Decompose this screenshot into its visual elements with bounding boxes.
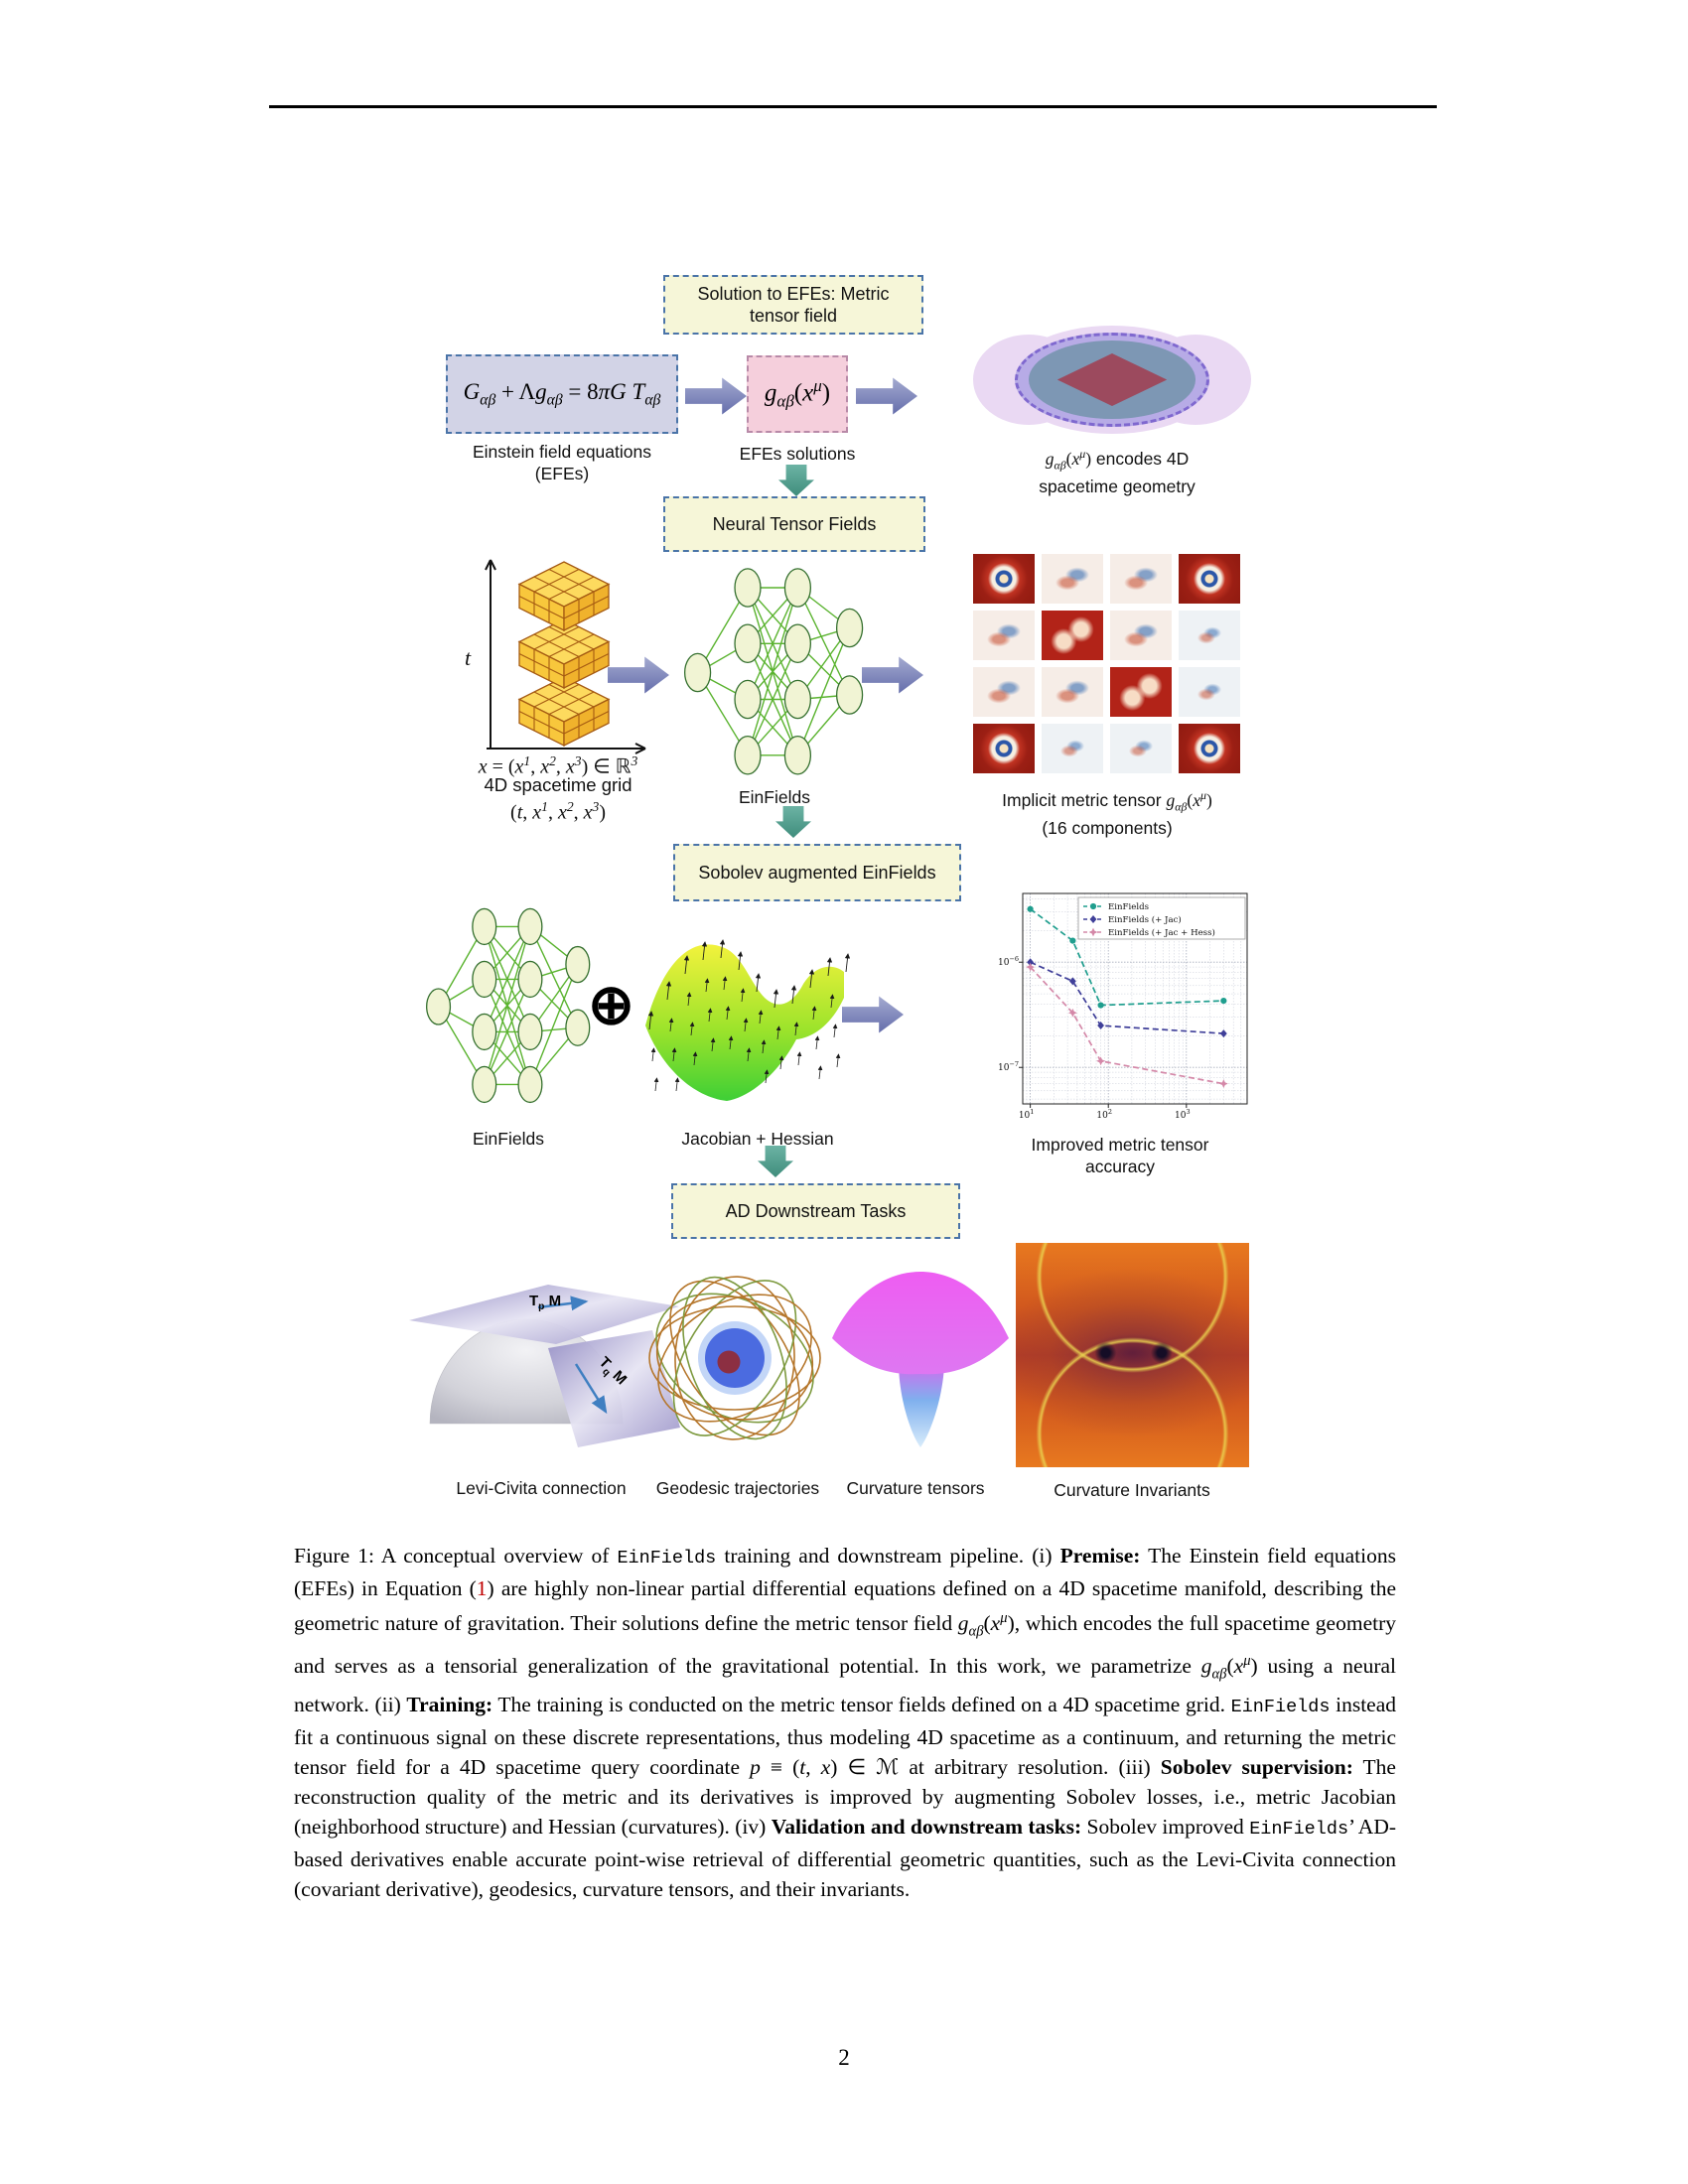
- einfields-label: EinFields: [739, 787, 810, 807]
- curvature-invariants-heatmap: [1016, 1243, 1249, 1467]
- tensor-component-cell: [1042, 611, 1103, 660]
- svg-text:EinFields (+ Jac + Hess): EinFields (+ Jac + Hess): [1108, 927, 1215, 938]
- svg-text:102: 102: [1096, 1108, 1112, 1121]
- curvature-tensors-illustration: [832, 1272, 1009, 1447]
- spacetime-grid-cubes: t: [465, 559, 646, 754]
- svg-text:10−7: 10−7: [998, 1060, 1019, 1073]
- jacobian-hessian-surface: [645, 939, 851, 1101]
- encodes-label: gαβ(xμ) encodes 4D spacetime geometry: [1039, 447, 1196, 497]
- tensor-component-cell: [1042, 554, 1103, 604]
- levi-civita-label: Levi-Civita connection: [456, 1478, 627, 1498]
- tensor-component-cell: [1110, 724, 1172, 773]
- box-ad-downstream-tasks: AD Downstream Tasks: [671, 1183, 960, 1239]
- box-sobolev-augmented: Sobolev augmented EinFields: [673, 844, 961, 901]
- metric-tensor-components-grid: [973, 554, 1240, 773]
- einfields-label: EinFields: [473, 1129, 544, 1149]
- jacobian-hessian-label: Jacobian + Hessian: [681, 1129, 834, 1149]
- tensor-component-cell: [973, 667, 1035, 717]
- svg-text:101: 101: [1019, 1108, 1035, 1121]
- arrow-down-icon: [778, 465, 814, 496]
- header-rule: [269, 105, 1437, 108]
- tensor-component-cell: [1042, 724, 1103, 773]
- tangent-plane-q: [548, 1330, 680, 1447]
- tensor-component-cell: [1042, 667, 1103, 717]
- levi-civita-illustration: [409, 1285, 680, 1447]
- spacetime-geometry-illustration: [973, 326, 1251, 434]
- tangent-plane-p: [409, 1285, 679, 1344]
- tensor-component-cell: [1110, 554, 1172, 604]
- tensor-component-cell: [1179, 724, 1240, 773]
- metric-box: gαβ(xμ): [747, 355, 848, 433]
- vector-arrow-icon: [574, 1363, 608, 1415]
- oplus-icon: ⊕: [588, 973, 634, 1035]
- arrow-right-icon: [856, 377, 917, 415]
- svg-text:EinFields: EinFields: [1108, 902, 1149, 912]
- arrow-down-icon: [758, 1146, 793, 1177]
- grid-label: 4D spacetime grid: [484, 774, 633, 795]
- improved-accuracy-label: Improved metric tensor accuracy: [1031, 1135, 1209, 1176]
- roof-surface: [832, 1272, 1009, 1375]
- tensor-component-cell: [1110, 611, 1172, 660]
- curvature-tensors-label: Curvature tensors: [846, 1478, 985, 1498]
- arrow-right-icon: [685, 377, 747, 415]
- arrow-down-icon: [775, 806, 811, 838]
- einfields-network: [683, 568, 864, 775]
- efe-label: Einstein field equations (EFEs): [473, 442, 651, 483]
- page-number: 2: [838, 2045, 850, 2070]
- tensor-component-cell: [1110, 667, 1172, 717]
- implicit-metric-label: Implicit metric tensor gαβ(xμ) (16 compo…: [1002, 788, 1212, 839]
- tensor-component-cell: [1179, 611, 1240, 660]
- geodesic-trajectories-illustration: [648, 1276, 821, 1440]
- efe-equation-box: Gαβ + Λgαβ = 8πG Tαβ: [446, 354, 678, 434]
- tensor-component-cell: [973, 611, 1035, 660]
- einfields-network: [426, 907, 591, 1104]
- efes-solutions-label: EFEs solutions: [739, 444, 856, 464]
- tensor-component-cell: [1179, 667, 1240, 717]
- svg-text:103: 103: [1175, 1108, 1191, 1121]
- tangent-p-label: Tp M: [529, 1293, 562, 1312]
- box-solution-to-efes: Solution to EFEs: Metric tensor field: [663, 275, 923, 335]
- figure-caption: Figure 1: A conceptual overview of EinFi…: [294, 1544, 1397, 1901]
- arrow-right-icon: [842, 996, 904, 1033]
- efe-equation: Gαβ + Λgαβ = 8πG Tαβ: [463, 378, 661, 409]
- grid-tuple-label: (t, x1, x2, x3): [510, 799, 606, 824]
- svg-text:10−6: 10−6: [998, 955, 1019, 968]
- geodesic-label: Geodesic trajectories: [655, 1478, 820, 1498]
- svg-text:EinFields (+ Jac): EinFields (+ Jac): [1108, 914, 1182, 925]
- tensor-component-cell: [973, 724, 1035, 773]
- tensor-component-cell: [1179, 554, 1240, 604]
- vector-arrow-icon: [537, 1296, 589, 1311]
- arrow-right-icon: [862, 656, 923, 694]
- grid-coordinate-label: x = (x1, x2, x3) ∈ ℝ3: [478, 753, 638, 778]
- metric-equation: gαβ(xμ): [764, 376, 831, 411]
- tensor-component-cell: [973, 554, 1035, 604]
- funnel: [899, 1361, 944, 1447]
- curvature-invariants-label: Curvature Invariants: [1054, 1480, 1210, 1500]
- box-neural-tensor-fields: Neural Tensor Fields: [663, 496, 925, 552]
- svg-text:t: t: [465, 645, 472, 670]
